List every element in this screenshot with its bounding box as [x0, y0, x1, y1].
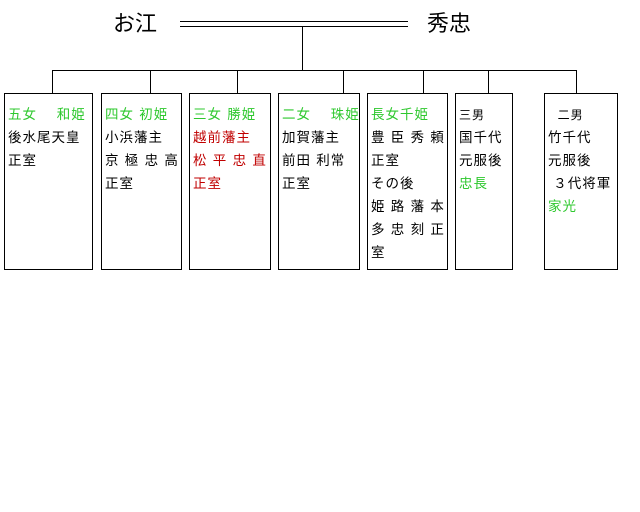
child-text-line: 元服後 [459, 153, 503, 169]
child-stem-line [343, 70, 344, 93]
child-text-line: 豊 臣 秀 頼 [371, 130, 445, 146]
child-box: 二男竹千代元服後 ３代将軍家光 [544, 93, 618, 270]
child-text-line: ３代将軍 [548, 176, 612, 192]
marriage-line-top [180, 21, 408, 22]
child-box: 五女 和姫後水尾天皇正室 [4, 93, 93, 270]
mother-name: お江 [113, 12, 158, 37]
child-text-line: 正室 [371, 153, 400, 169]
child-stem-line [237, 70, 238, 93]
child-box: 三男国千代元服後忠長 [455, 93, 513, 270]
child-text-line: 姫 路 藩 本 [371, 199, 445, 215]
child-text-line: 二男 [548, 108, 584, 122]
child-stem-line [488, 70, 489, 93]
child-text-line: 後水尾天皇 [8, 130, 81, 146]
child-box: 四女 初姫小浜藩主京 極 忠 高正室 [101, 93, 182, 270]
child-stem-line [423, 70, 424, 93]
child-text-line: 三男 [459, 108, 486, 122]
child-text-line: 京 極 忠 高 [105, 153, 179, 169]
child-text-line: 忠長 [459, 176, 488, 192]
child-text-line: 家光 [548, 199, 577, 215]
child-stem-line [576, 70, 577, 93]
child-text-line: 四女 初姫 [105, 107, 169, 123]
child-text-line: 小浜藩主 [105, 130, 163, 146]
child-text-line: 正室 [105, 176, 134, 192]
sibling-line [52, 70, 577, 71]
child-text-line: 室 [371, 245, 386, 261]
child-text-line: 二女 珠姫 [282, 107, 360, 123]
child-box: 二女 珠姫加賀藩主前田 利常正室 [278, 93, 360, 270]
child-text-line: 元服後 [548, 153, 592, 169]
child-text-line: その後 [371, 176, 415, 192]
child-text-line: 三女 勝姫 [193, 107, 257, 123]
child-text-line: 正室 [282, 176, 311, 192]
child-stem-line [52, 70, 53, 93]
child-box: 三女 勝姫越前藩主松 平 忠 直正室 [189, 93, 271, 270]
child-text-line: 松 平 忠 直 [193, 153, 267, 169]
child-text-line: 多 忠 刻 正 [371, 222, 445, 238]
child-text-line: 正室 [193, 176, 222, 192]
marriage-line-bottom [180, 26, 408, 27]
child-stem-line [150, 70, 151, 93]
child-text-line: 五女 和姫 [8, 107, 86, 123]
child-text-line: 正室 [8, 153, 37, 169]
descent-line [302, 26, 303, 71]
child-text-line: 長女千姫 [371, 107, 429, 123]
child-text-line: 加賀藩主 [282, 130, 340, 146]
child-text-line: 竹千代 [548, 130, 592, 146]
child-text-line: 越前藩主 [193, 130, 251, 146]
child-text-line: 前田 利常 [282, 153, 346, 169]
child-box: 長女千姫豊 臣 秀 頼正室その後姫 路 藩 本多 忠 刻 正室 [367, 93, 448, 270]
child-text-line: 国千代 [459, 130, 503, 146]
father-name: 秀忠 [427, 12, 472, 37]
